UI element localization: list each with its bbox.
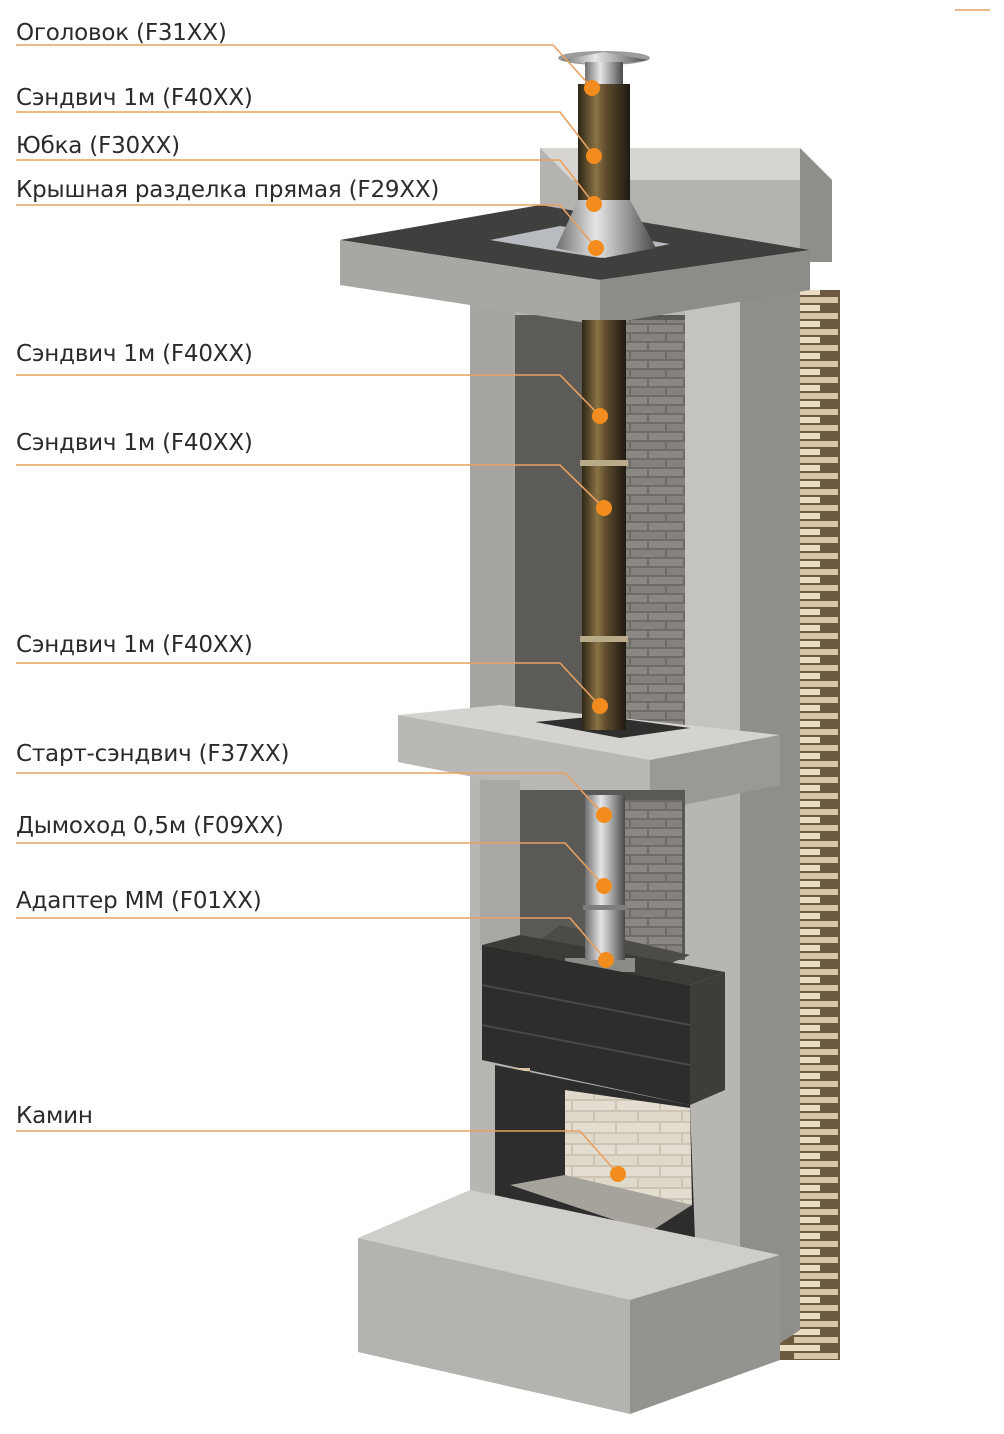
label-sandwich-2: Сэндвич 1м (F40XX) <box>16 430 253 456</box>
markers <box>584 80 626 1182</box>
label-skirt: Юбка (F30XX) <box>16 133 180 159</box>
marker-chimney-half <box>596 878 612 894</box>
roof-skirt-cone <box>556 200 656 258</box>
leader-adapter <box>16 917 607 961</box>
label-cap: Оголовок (F31XX) <box>16 20 227 46</box>
marker-roof-flashing <box>588 240 604 256</box>
pipe-lower-joint <box>583 905 627 910</box>
leader-sandwich-top <box>16 111 595 157</box>
label-fireplace: Камин <box>16 1103 93 1129</box>
marker-cap <box>584 80 600 96</box>
upper-shaft-right-wall <box>685 300 740 750</box>
label-adapter: Адаптер MM (F01XX) <box>16 888 262 914</box>
pipe-upper-shaft <box>582 320 626 730</box>
marker-sandwich-top <box>586 148 602 164</box>
leader-chimney-half <box>16 842 605 887</box>
middle-slab-front <box>398 715 650 812</box>
leader-sandwich-1 <box>16 374 601 417</box>
pipe-upper-joint-1 <box>580 460 628 466</box>
leader-skirt <box>16 159 595 205</box>
roof-slab-side <box>600 250 810 325</box>
marker-adapter <box>598 952 614 968</box>
upper-shaft-left-wall <box>470 300 515 730</box>
marker-fireplace <box>610 1166 626 1182</box>
marker-skirt <box>586 196 602 212</box>
hood-seam-1 <box>481 984 691 1026</box>
hood-front <box>482 945 690 1105</box>
roof-slab-front <box>340 240 600 325</box>
hood-side <box>690 972 725 1105</box>
leader-lines <box>16 44 619 1175</box>
roof-block-side <box>800 148 832 262</box>
firebox-glass <box>495 1065 695 1240</box>
middle-slab-top <box>398 705 780 760</box>
base-front <box>358 1238 630 1414</box>
label-sandwich-1: Сэндвич 1м (F40XX) <box>16 341 253 367</box>
firebox-floor <box>510 1175 692 1232</box>
firebox-back-brick <box>565 1090 692 1205</box>
label-chimney-half: Дымоход 0,5м (F09XX) <box>16 813 284 839</box>
marker-start-sandwich <box>596 807 612 823</box>
leader-fireplace <box>16 1130 619 1175</box>
marker-sandwich-2 <box>596 500 612 516</box>
leader-start-sandwich <box>16 772 605 816</box>
label-sandwich-top: Сэндвич 1м (F40XX) <box>16 85 253 111</box>
label-sandwich-3: Сэндвич 1м (F40XX) <box>16 632 253 658</box>
label-start-sandwich: Старт-сэндвич (F37XX) <box>16 741 290 767</box>
chimney-cap-cone <box>560 52 648 66</box>
pipe-upper-joint-2 <box>580 636 628 642</box>
base-top <box>358 1190 780 1300</box>
leader-roof-flashing <box>16 204 597 249</box>
leader-sandwich-3 <box>16 662 601 707</box>
lower-shaft-left-wall <box>480 780 520 950</box>
leader-cap <box>16 44 593 89</box>
marker-sandwich-1 <box>592 408 608 424</box>
upper-shaft-brick <box>615 320 693 725</box>
marker-sandwich-3 <box>592 698 608 714</box>
label-roof-flashing: Крышная разделка прямая (F29XX) <box>16 177 440 203</box>
pipe-above-roof <box>578 84 630 214</box>
chimney-cap-legs <box>585 62 623 84</box>
back-wall-right <box>740 260 800 1370</box>
base-side <box>630 1255 780 1414</box>
leader-sandwich-2 <box>16 464 605 509</box>
hood-seam-2 <box>481 1024 691 1066</box>
